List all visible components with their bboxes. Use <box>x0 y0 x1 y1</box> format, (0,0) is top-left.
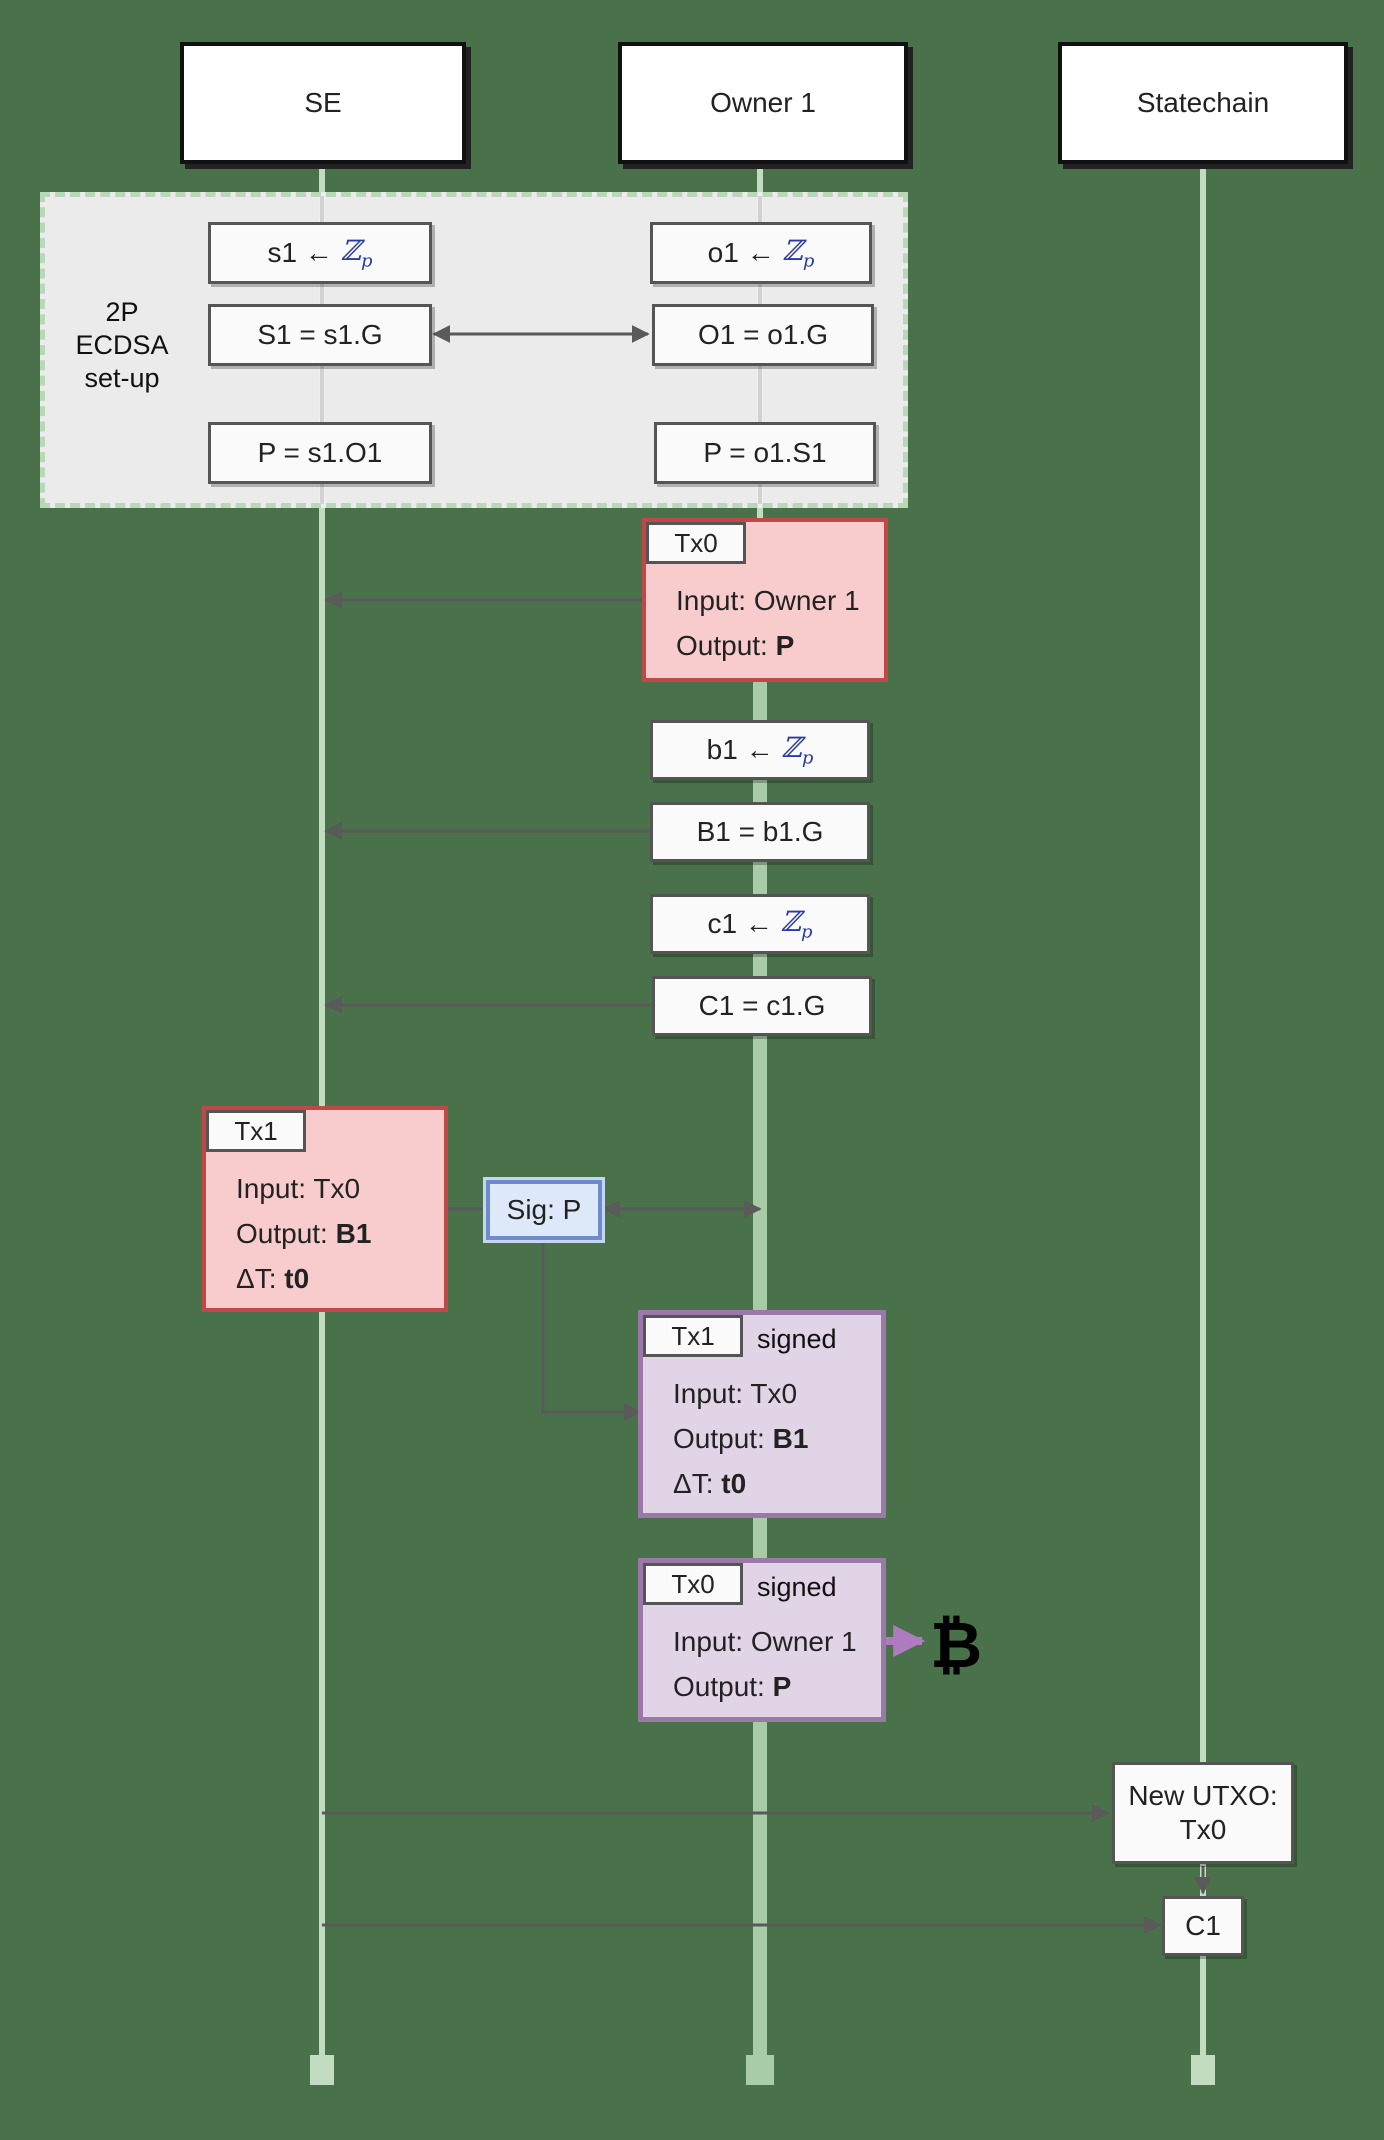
c1-secret-box: c1 ← ℤp <box>650 894 870 954</box>
lifeline-header-statechain-label: Statechain <box>1136 87 1270 118</box>
statechain-key-box: C1 <box>1162 1896 1244 1956</box>
lifeline-header-statechain: Statechain <box>1058 42 1348 164</box>
owner-secret-box: o1 ← ℤp <box>650 222 872 284</box>
lifeline-header-se-label: SE <box>304 87 342 118</box>
tx1-signed-tab: Tx1 <box>643 1315 743 1357</box>
bitcoin-icon: ₿ <box>930 1609 983 1681</box>
tx1-locktime-row: ΔT: t0 <box>236 1263 310 1294</box>
setup-label: 2P ECDSA set-up <box>75 297 169 393</box>
field-symbol: ℤp <box>340 234 373 272</box>
se-shared-key-box: P = s1.O1 <box>208 422 432 484</box>
c1-pubkey-box: C1 = c1.G <box>652 976 872 1036</box>
lifeline-end-se <box>310 2055 334 2085</box>
se-pubkey-text: S1 = s1.G <box>257 319 383 350</box>
se-secret-box: s1 ← ℤp <box>208 222 432 284</box>
tx1-signed-box: Tx1 signed Input: Tx0 Output: B1 ΔT: t0 <box>638 1310 886 1518</box>
b1-secret-text: b1 ← <box>706 734 774 765</box>
b1-secret-box: b1 ← ℤp <box>650 720 870 780</box>
se-pubkey-box: S1 = s1.G <box>208 304 432 366</box>
tx1-signed-output-row: Output: B1 <box>673 1423 809 1454</box>
tx0-signed-output-row: Output: P <box>673 1671 792 1702</box>
signature-text: Sig: P <box>506 1194 582 1225</box>
c1-pubkey-text: C1 = c1.G <box>698 990 826 1021</box>
statechain-utxo-text: New UTXO: Tx0 <box>1128 1780 1278 1845</box>
tx1-signed-input-row: Input: Tx0 <box>673 1378 798 1409</box>
lifeline-header-owner-label: Owner 1 <box>710 87 816 118</box>
tx1-unsigned-box: Tx1 Input: Tx0 Output: B1 ΔT: t0 <box>202 1106 448 1312</box>
tx0-signed-input-row: Input: Owner 1 <box>673 1626 857 1657</box>
tx1-tab: Tx1 <box>206 1110 306 1152</box>
lifeline-end-statechain <box>1191 2055 1215 2085</box>
field-symbol: ℤp <box>781 731 814 769</box>
field-symbol: ℤp <box>782 234 815 272</box>
owner-pubkey-box: O1 = o1.G <box>652 304 874 366</box>
owner-shared-key-text: P = o1.S1 <box>703 437 827 468</box>
tx1-output-row: Output: B1 <box>236 1218 372 1249</box>
tx0-signed-note: signed <box>757 1572 837 1602</box>
signature-box: Sig: P <box>486 1180 602 1240</box>
tx0-unsigned-box: Tx0 Input: Owner 1 Output: P <box>642 518 888 682</box>
lifeline-header-se: SE <box>180 42 466 164</box>
owner-pubkey-text: O1 = o1.G <box>698 319 828 350</box>
tx0-input-row: Input: Owner 1 <box>676 585 860 616</box>
tx0-signed-tab: Tx0 <box>643 1563 743 1605</box>
b1-pubkey-text: B1 = b1.G <box>696 816 824 847</box>
se-shared-key-text: P = s1.O1 <box>257 437 383 468</box>
b1-pubkey-box: B1 = b1.G <box>650 802 870 862</box>
tx1-input-row: Input: Tx0 <box>236 1173 361 1204</box>
tx1-signed-note: signed <box>757 1324 837 1354</box>
c1-secret-text: c1 ← <box>707 908 773 939</box>
tx0-tab: Tx0 <box>646 522 746 564</box>
arrow-sig-to-signed-tx1 <box>541 1240 642 1421</box>
statechain-utxo-box: New UTXO: Tx0 <box>1112 1762 1294 1864</box>
lifeline-header-owner: Owner 1 <box>618 42 908 164</box>
field-symbol: ℤp <box>780 905 813 943</box>
statechain-key-text: C1 <box>1185 1910 1221 1941</box>
se-secret-text: s1 ← <box>267 237 333 268</box>
owner-secret-text: o1 ← <box>707 237 775 268</box>
tx1-signed-locktime-row: ΔT: t0 <box>673 1468 747 1499</box>
tx0-output-row: Output: P <box>676 630 795 661</box>
tx0-signed-box: Tx0 signed Input: Owner 1 Output: P <box>638 1558 886 1722</box>
owner-shared-key-box: P = o1.S1 <box>654 422 876 484</box>
lifeline-end-owner <box>746 2055 774 2085</box>
